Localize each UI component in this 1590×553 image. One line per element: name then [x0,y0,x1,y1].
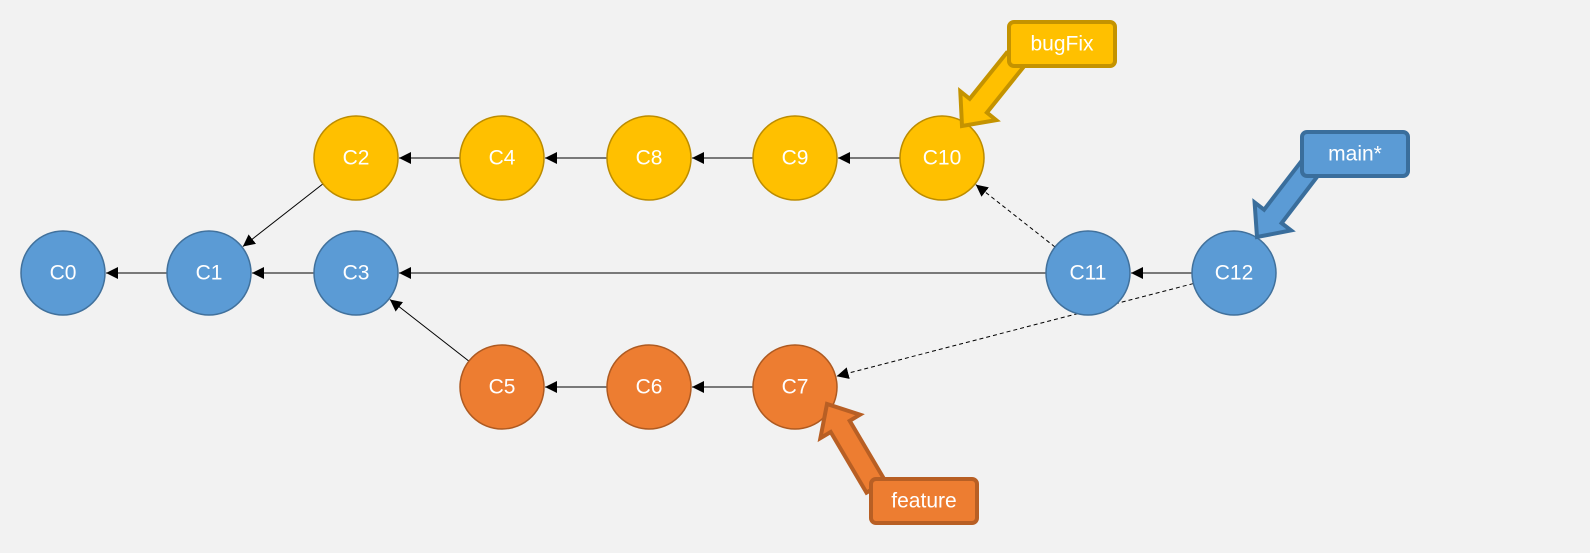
commit-label: C0 [50,262,77,285]
commit-circle [606,115,692,201]
branch-label: bugFix [1030,33,1094,56]
commit-node-c4[interactable]: C4 [459,115,545,201]
commit-label: C6 [636,376,663,399]
commit-node-c5[interactable]: C5 [459,344,545,430]
branch-label-box [1007,20,1117,68]
branch-feature[interactable]: feature [817,401,979,525]
commit-node-c10[interactable]: C10 [899,115,985,201]
edge-c5-to-c3 [389,299,470,362]
branch-pointer-arrow [817,401,889,496]
commit-label: C10 [923,147,962,170]
branch-label: main* [1328,143,1382,166]
commit-label: C5 [489,376,516,399]
commit-label: C11 [1070,262,1107,285]
commit-circle [166,230,252,316]
commit-label: C1 [196,262,223,285]
commit-node-c12[interactable]: C12 [1191,230,1277,316]
commit-circle [899,115,985,201]
branch-pointer-arrow [1252,158,1322,240]
commit-circle [1045,230,1131,316]
commit-label: C2 [343,147,370,170]
commit-node-c2[interactable]: C2 [313,115,399,201]
branch-pointers: bugFix main* feature [817,20,1410,525]
branch-label-box [869,477,979,525]
commit-node-c6[interactable]: C6 [606,344,692,430]
commit-circle [606,344,692,430]
commit-edges [106,152,1194,393]
edge-c12-to-c7 [836,283,1194,379]
edge-c2-to-c1 [242,183,324,247]
commit-node-c1[interactable]: C1 [166,230,252,316]
commit-node-c11[interactable]: C11 [1045,230,1131,316]
commit-circle [459,115,545,201]
commit-node-c0[interactable]: C0 [20,230,106,316]
commit-circle [20,230,106,316]
commit-node-c7[interactable]: C7 [752,344,838,430]
branch-pointer-arrow [958,50,1027,129]
commit-label: C4 [489,147,516,170]
commit-node-c3[interactable]: C3 [313,230,399,316]
commit-circle [752,115,838,201]
edge-c11-to-c10 [975,184,1056,248]
commit-label: C3 [343,262,370,285]
commit-node-c8[interactable]: C8 [606,115,692,201]
commit-label: C12 [1215,262,1254,285]
branch-bugfix[interactable]: bugFix [958,20,1117,129]
commit-label: C7 [782,376,809,399]
commit-label: C9 [782,147,809,170]
commit-node-c9[interactable]: C9 [752,115,838,201]
branch-main[interactable]: main* [1252,130,1410,240]
commit-label: C8 [636,147,663,170]
commit-circle [313,115,399,201]
branch-label-box [1300,130,1410,178]
commit-circle [459,344,545,430]
branch-label: feature [891,490,956,513]
commit-circle [313,230,399,316]
commit-circle [752,344,838,430]
commit-circle [1191,230,1277,316]
